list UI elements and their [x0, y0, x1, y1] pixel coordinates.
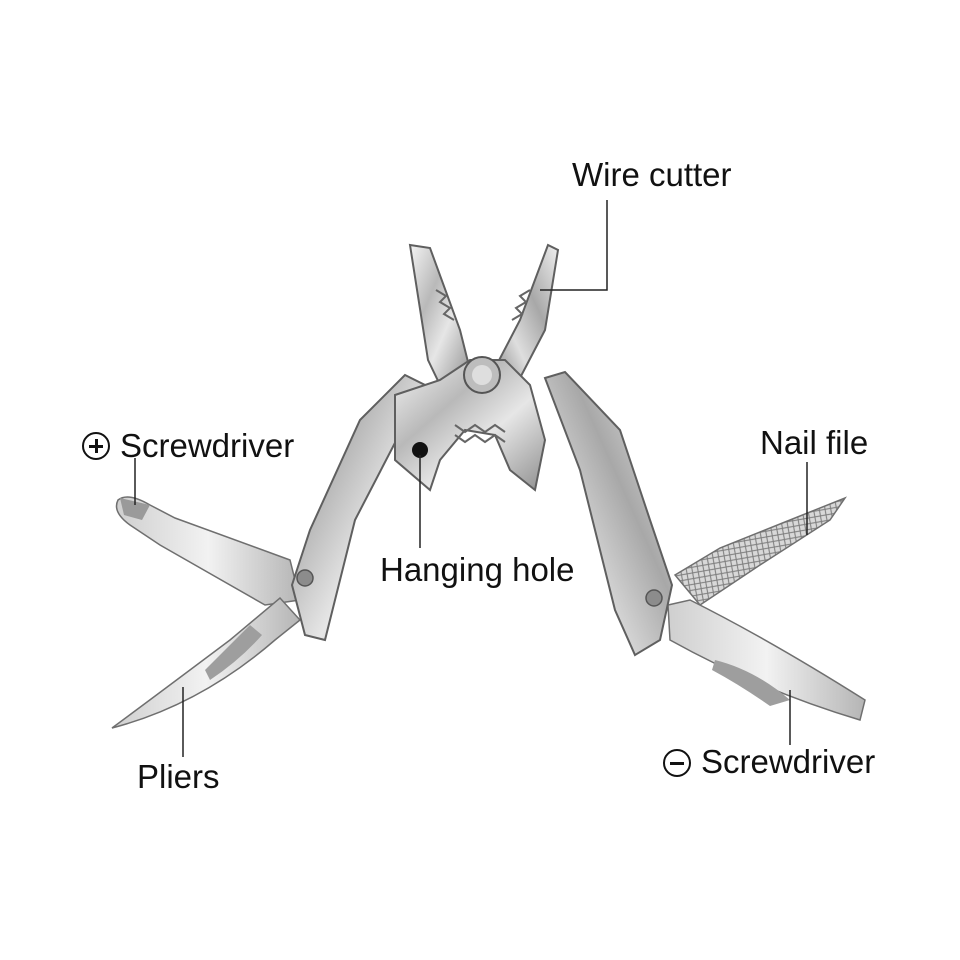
- label-nail-file: Nail file: [760, 424, 869, 461]
- minus-circle-icon: [663, 749, 691, 777]
- phillips-screwdriver-blade: [115, 496, 301, 606]
- label-pliers: Pliers: [137, 758, 220, 795]
- label-wire-cutter: Wire cutter: [572, 156, 732, 193]
- leader-lines: [134, 200, 808, 757]
- label-flat-screwdriver: Screwdriver: [701, 743, 876, 780]
- label-hanging-hole: Hanging hole: [380, 551, 575, 588]
- nail-file-blade: [673, 496, 848, 606]
- label-phillips-screwdriver: Screwdriver: [120, 427, 295, 464]
- left-knife-blade: [111, 596, 302, 729]
- plus-circle-icon: [82, 432, 110, 460]
- flat-screwdriver-blade: [667, 599, 866, 721]
- pivot-block: [394, 356, 547, 492]
- leader-wire-cutter: [540, 200, 608, 291]
- right-handle: [543, 370, 674, 657]
